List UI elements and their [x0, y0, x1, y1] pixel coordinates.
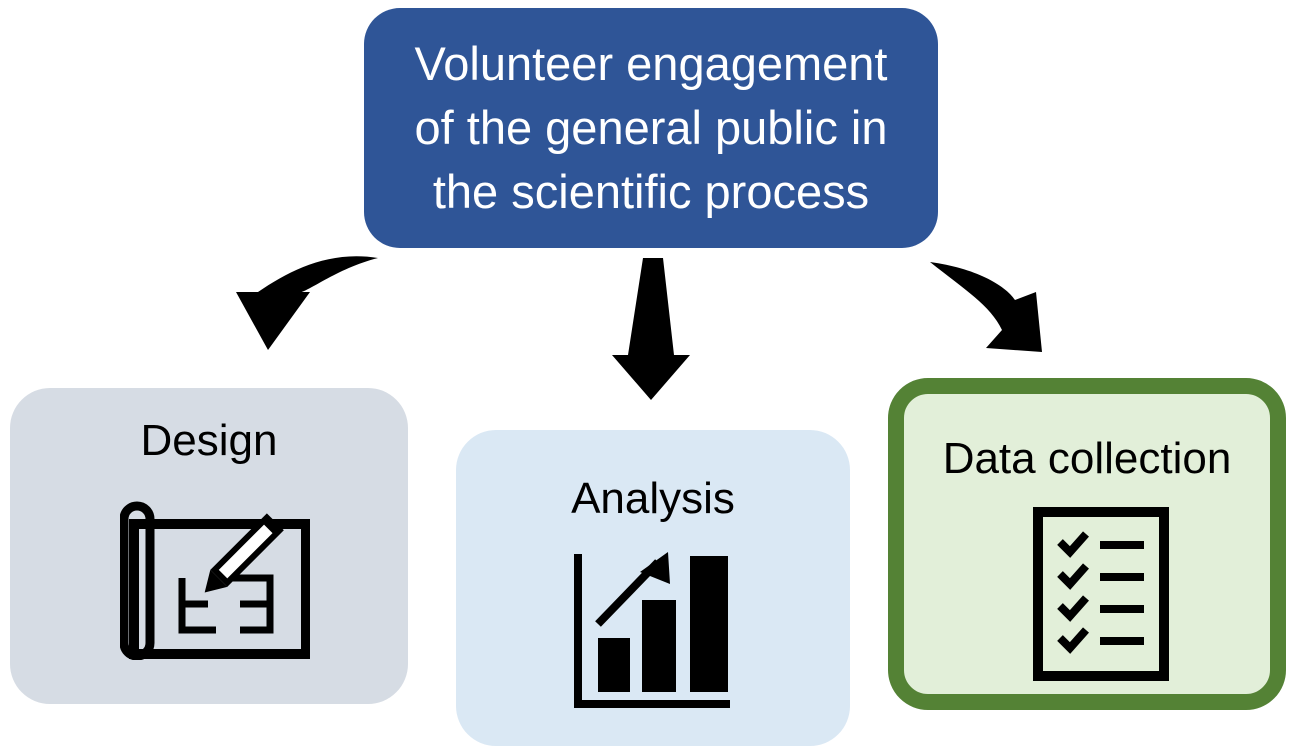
arrow-to-data-collection: [930, 262, 1042, 352]
blueprint-pencil-icon: [120, 501, 310, 660]
data-collection-card: Data collection: [888, 378, 1286, 710]
arrow-to-analysis: [612, 258, 690, 400]
data-collection-label: Data collection: [942, 434, 1232, 483]
title-text: Volunteer engagement of the general publ…: [414, 37, 888, 218]
arrow-to-design: [236, 256, 378, 350]
analysis-label: Analysis: [571, 474, 735, 523]
title-box: Volunteer engagement of the general publ…: [364, 8, 938, 248]
design-label: Design: [140, 416, 278, 465]
checklist-icon: [1033, 507, 1169, 681]
bar-chart-trend-icon: [574, 552, 730, 708]
design-card: Design: [10, 388, 408, 704]
analysis-card: Analysis: [456, 430, 850, 746]
